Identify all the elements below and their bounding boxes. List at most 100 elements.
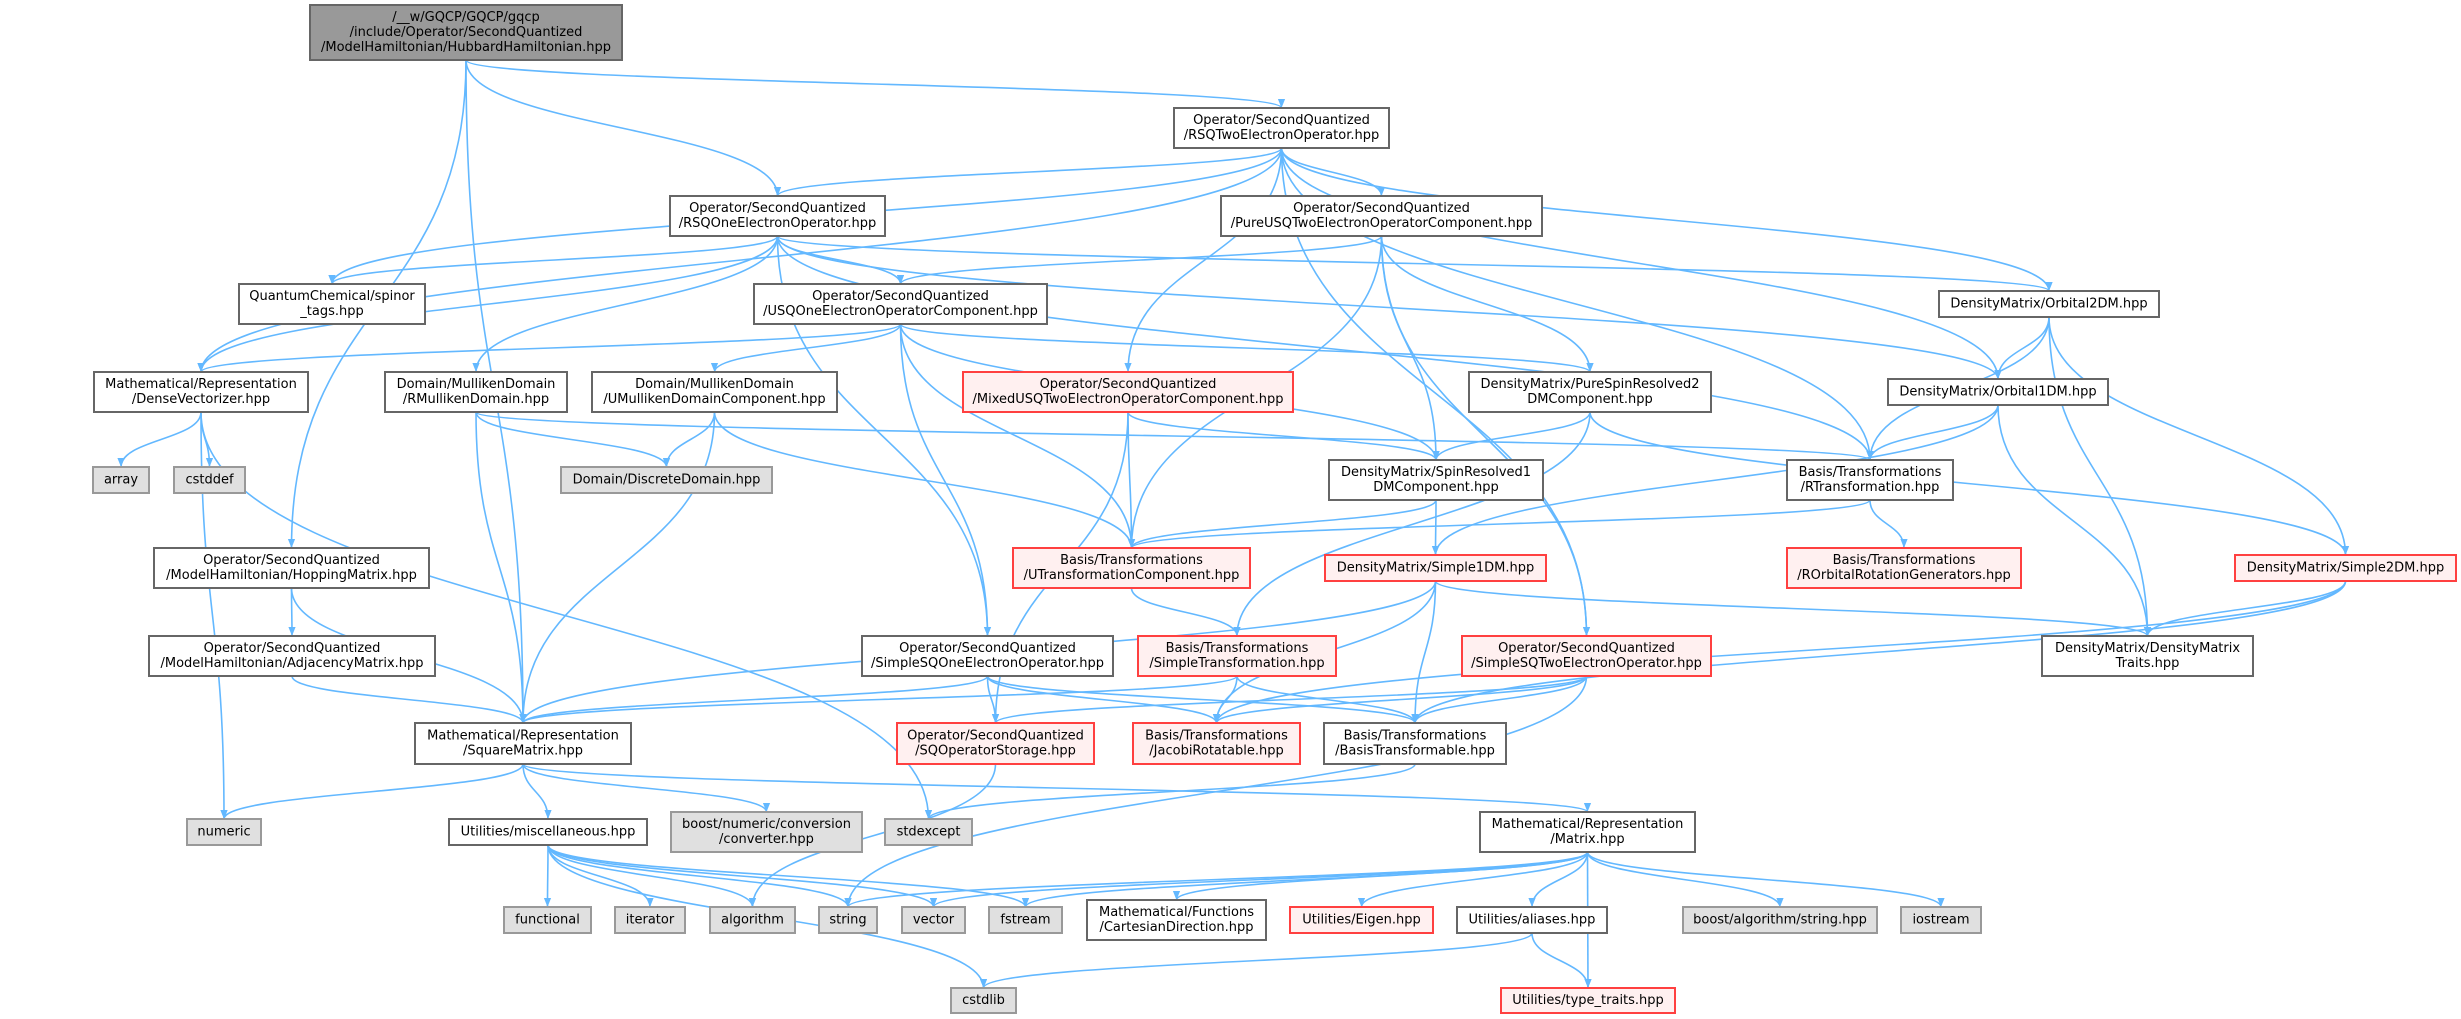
edge-rsqtwo-to-pureusq [1280,147,1386,197]
node-vector[interactable]: vector [901,906,966,934]
node-matrix[interactable]: Mathematical/Representation/Matrix.hpp [1479,811,1696,853]
node-hopping[interactable]: Operator/SecondQuantized/ModelHamiltonia… [153,547,430,589]
node-label-line: /ModelHamiltonian/AdjacencyMatrix.hpp [160,656,423,671]
node-sqstorage[interactable]: Operator/SecondQuantized/SQOperatorStora… [896,722,1095,765]
edge-pureusq-to-psr2 [1380,235,1594,373]
node-typetraits[interactable]: Utilities/type_traits.hpp [1500,987,1676,1014]
node-box [962,371,1294,413]
node-basistr[interactable]: Basis/Transformations/BasisTransformable… [1323,722,1507,765]
node-iterator[interactable]: iterator [614,906,686,934]
node-label-line: Domain/MullikenDomain [635,377,794,392]
node-box [1132,722,1301,765]
edge-mixedusq-to-utranscomp [1127,411,1136,549]
node-jacobi[interactable]: Basis/Transformations/JacobiRotatable.hp… [1132,722,1301,765]
node-box [309,4,623,61]
node-square[interactable]: Mathematical/Representation/SquareMatrix… [414,722,632,765]
node-box [1500,987,1676,1014]
edge-misc-to-algorithm [547,844,757,908]
node-orb2dm[interactable]: DensityMatrix/Orbital2DM.hpp [1938,290,2160,318]
node-orb1dm[interactable]: DensityMatrix/Orbital1DM.hpp [1887,378,2109,406]
node-label-line: Operator/SecondQuantized [1040,377,1217,392]
node-label-line: DensityMatrix/Simple2DM.hpp [2247,561,2445,576]
edge-rtrans-to-utranscomp [1128,499,1871,549]
node-misc[interactable]: Utilities/miscellaneous.hpp [448,818,648,846]
node-adjacency[interactable]: Operator/SecondQuantized/ModelHamiltonia… [148,635,436,677]
node-rorbrot[interactable]: Basis/Transformations/ROrbitalRotationGe… [1786,547,2022,589]
node-simple2dm[interactable]: DensityMatrix/Simple2DM.hpp [2234,554,2457,582]
node-algorithm[interactable]: algorithm [709,906,796,934]
node-cartesian[interactable]: Mathematical/Functions/CartesianDirectio… [1086,899,1267,941]
edge-rmull-to-rtrans [475,411,1874,461]
node-stdexcept[interactable]: stdexcept [884,818,973,846]
edge-simpletrans-to-square [519,675,1238,724]
node-label-line: Operator/SecondQuantized [689,201,866,216]
node-utranscomp[interactable]: Basis/Transformations/UTransformationCom… [1012,547,1251,589]
node-label-line: vector [913,913,955,928]
node-sr1[interactable]: DensityMatrix/SpinResolved1DMComponent.h… [1328,459,1544,501]
node-simplesqone[interactable]: Operator/SecondQuantized/SimpleSQOneElec… [861,635,1114,677]
edge-matrix-to-iostream [1586,851,1945,908]
node-aliases[interactable]: Utilities/aliases.hpp [1456,906,1608,934]
node-fstream[interactable]: fstream [988,906,1063,934]
node-mixedusq[interactable]: Operator/SecondQuantized/MixedUSQTwoElec… [962,371,1294,413]
node-string[interactable]: string [818,906,878,934]
node-array[interactable]: array [92,466,150,494]
edge-sqstorage-to-algorithm [748,763,997,908]
node-box [1012,547,1251,589]
node-box [1786,459,1954,501]
node-booststr[interactable]: boost/algorithm/string.hpp [1682,906,1878,934]
node-label-line: /SquareMatrix.hpp [463,744,583,759]
node-label-line: cstdlib [962,993,1005,1008]
edge-usqone-to-simplesqone [899,323,992,637]
node-label-line: Operator/SecondQuantized [812,289,989,304]
node-functional[interactable]: functional [503,906,592,934]
edge-simpletrans-to-basistr [1236,675,1419,724]
node-simpletrans[interactable]: Basis/Transformations/SimpleTransformati… [1137,635,1337,677]
edge-umull-to-utranscomp [713,411,1136,549]
node-label-line: /USQOneElectronOperatorComponent.hpp [763,304,1038,319]
node-label-line: Basis/Transformations [1060,553,1203,568]
node-label-line: DMComponent.hpp [1527,392,1653,407]
node-usqone[interactable]: Operator/SecondQuantized/USQOneElectronO… [753,283,1048,325]
node-umull[interactable]: Domain/MullikenDomain/UMullikenDomainCom… [591,371,838,413]
node-label-line: Mathematical/Representation [105,377,297,392]
node-boostconv[interactable]: boost/numeric/conversion/converter.hpp [670,811,863,853]
node-spinor[interactable]: QuantumChemical/spinor_tags.hpp [238,283,426,325]
node-box [92,466,150,494]
node-psr2[interactable]: DensityMatrix/PureSpinResolved2DMCompone… [1468,371,1712,413]
node-pureusq[interactable]: Operator/SecondQuantized/PureUSQTwoElect… [1220,195,1543,237]
edge-usqone-to-densevec [197,323,902,373]
node-simple1dm[interactable]: DensityMatrix/Simple1DM.hpp [1324,554,1547,582]
node-cstddef[interactable]: cstddef [173,466,246,494]
node-label-line: /RSQTwoElectronOperator.hpp [1184,128,1379,143]
node-label-line: /UMullikenDomainComponent.hpp [603,392,825,407]
edge-rsqone-to-spinor [328,235,779,285]
node-root[interactable]: /__w/GQCP/GQCP/gqcp/include/Operator/Sec… [309,4,623,61]
node-label-line: fstream [1000,913,1050,928]
node-label-line: Traits.hpp [2115,656,2180,671]
node-rsqone[interactable]: Operator/SecondQuantized/RSQOneElectronO… [669,195,886,237]
node-label-line: DensityMatrix/Orbital2DM.hpp [1950,297,2147,312]
edge-misc-to-fstream [547,844,1029,908]
node-eigen[interactable]: Utilities/Eigen.hpp [1289,906,1434,934]
node-label-line: cstddef [185,473,234,488]
node-cstdlib[interactable]: cstdlib [950,987,1017,1014]
edge-simplesqtwo-to-jacobi [1213,675,1588,724]
node-label-line: DensityMatrix/PureSpinResolved2 [1481,377,1700,392]
node-label-line: Mathematical/Functions [1099,905,1254,920]
node-rsqtwo[interactable]: Operator/SecondQuantized/RSQTwoElectronO… [1173,107,1390,149]
node-simplesqtwo[interactable]: Operator/SecondQuantized/SimpleSQTwoElec… [1461,635,1712,677]
edge-simple1dm-to-basistr [1411,580,1437,724]
node-discrete[interactable]: Domain/DiscreteDomain.hpp [560,466,773,494]
node-iostream[interactable]: iostream [1900,906,1982,934]
node-rtrans[interactable]: Basis/Transformations/RTransformation.hp… [1786,459,1954,501]
node-label-line: Utilities/Eigen.hpp [1302,913,1421,928]
node-label-line: /RSQOneElectronOperator.hpp [679,216,877,231]
node-rmull[interactable]: Domain/MullikenDomain/RMullikenDomain.hp… [384,371,568,413]
node-numeric[interactable]: numeric [186,818,262,846]
node-label-line: Operator/SecondQuantized [899,641,1076,656]
edge-simplesqone-to-square [519,675,989,724]
node-densevec[interactable]: Mathematical/Representation/DenseVectori… [93,371,309,413]
